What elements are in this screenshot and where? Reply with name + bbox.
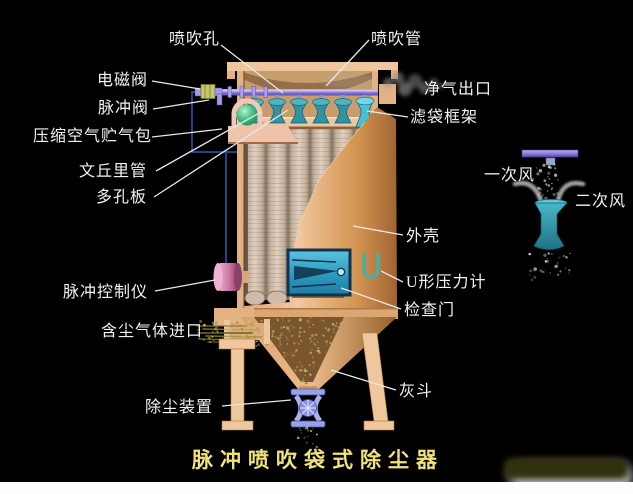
air-tank [228, 126, 298, 144]
label-u-pressure-gauge: U形压力计 [406, 274, 487, 292]
label-ash-hopper: 灰斗 [399, 383, 433, 401]
label-spray-pipe: 喷吹管 [371, 31, 422, 49]
label-venturi-tube: 文丘里管 [79, 163, 147, 181]
bottom-white-strip [0, 482, 633, 494]
label-solenoid-valve: 电磁阀 [97, 72, 148, 90]
watermark-blob [504, 458, 628, 479]
label-compressed-air-tank: 压缩空气贮气包 [33, 128, 152, 146]
label-secondary-air: 二次风 [575, 193, 626, 211]
label-shell: 外壳 [406, 228, 440, 246]
label-pulse-controller: 脉冲控制仪 [63, 284, 148, 302]
label-dust-removal-device: 除尘装置 [145, 399, 213, 417]
diagram-title: 脉冲喷吹袋式除尘器 [192, 444, 444, 474]
label-clean-air-outlet: 净气出口 [424, 81, 492, 99]
label-spray-hole: 喷吹孔 [169, 31, 220, 49]
label-inspection-door: 检查门 [404, 302, 455, 320]
label-dusty-gas-inlet: 含尘气体进口 [101, 323, 203, 341]
label-filter-bag-frame: 滤袋框架 [410, 109, 478, 127]
label-perforated-plate: 多孔板 [96, 189, 147, 207]
label-pulse-valve: 脉冲阀 [98, 100, 149, 118]
rotary-valve [291, 389, 325, 448]
label-primary-air: 一次风 [484, 167, 535, 185]
inspection-door [288, 250, 350, 298]
